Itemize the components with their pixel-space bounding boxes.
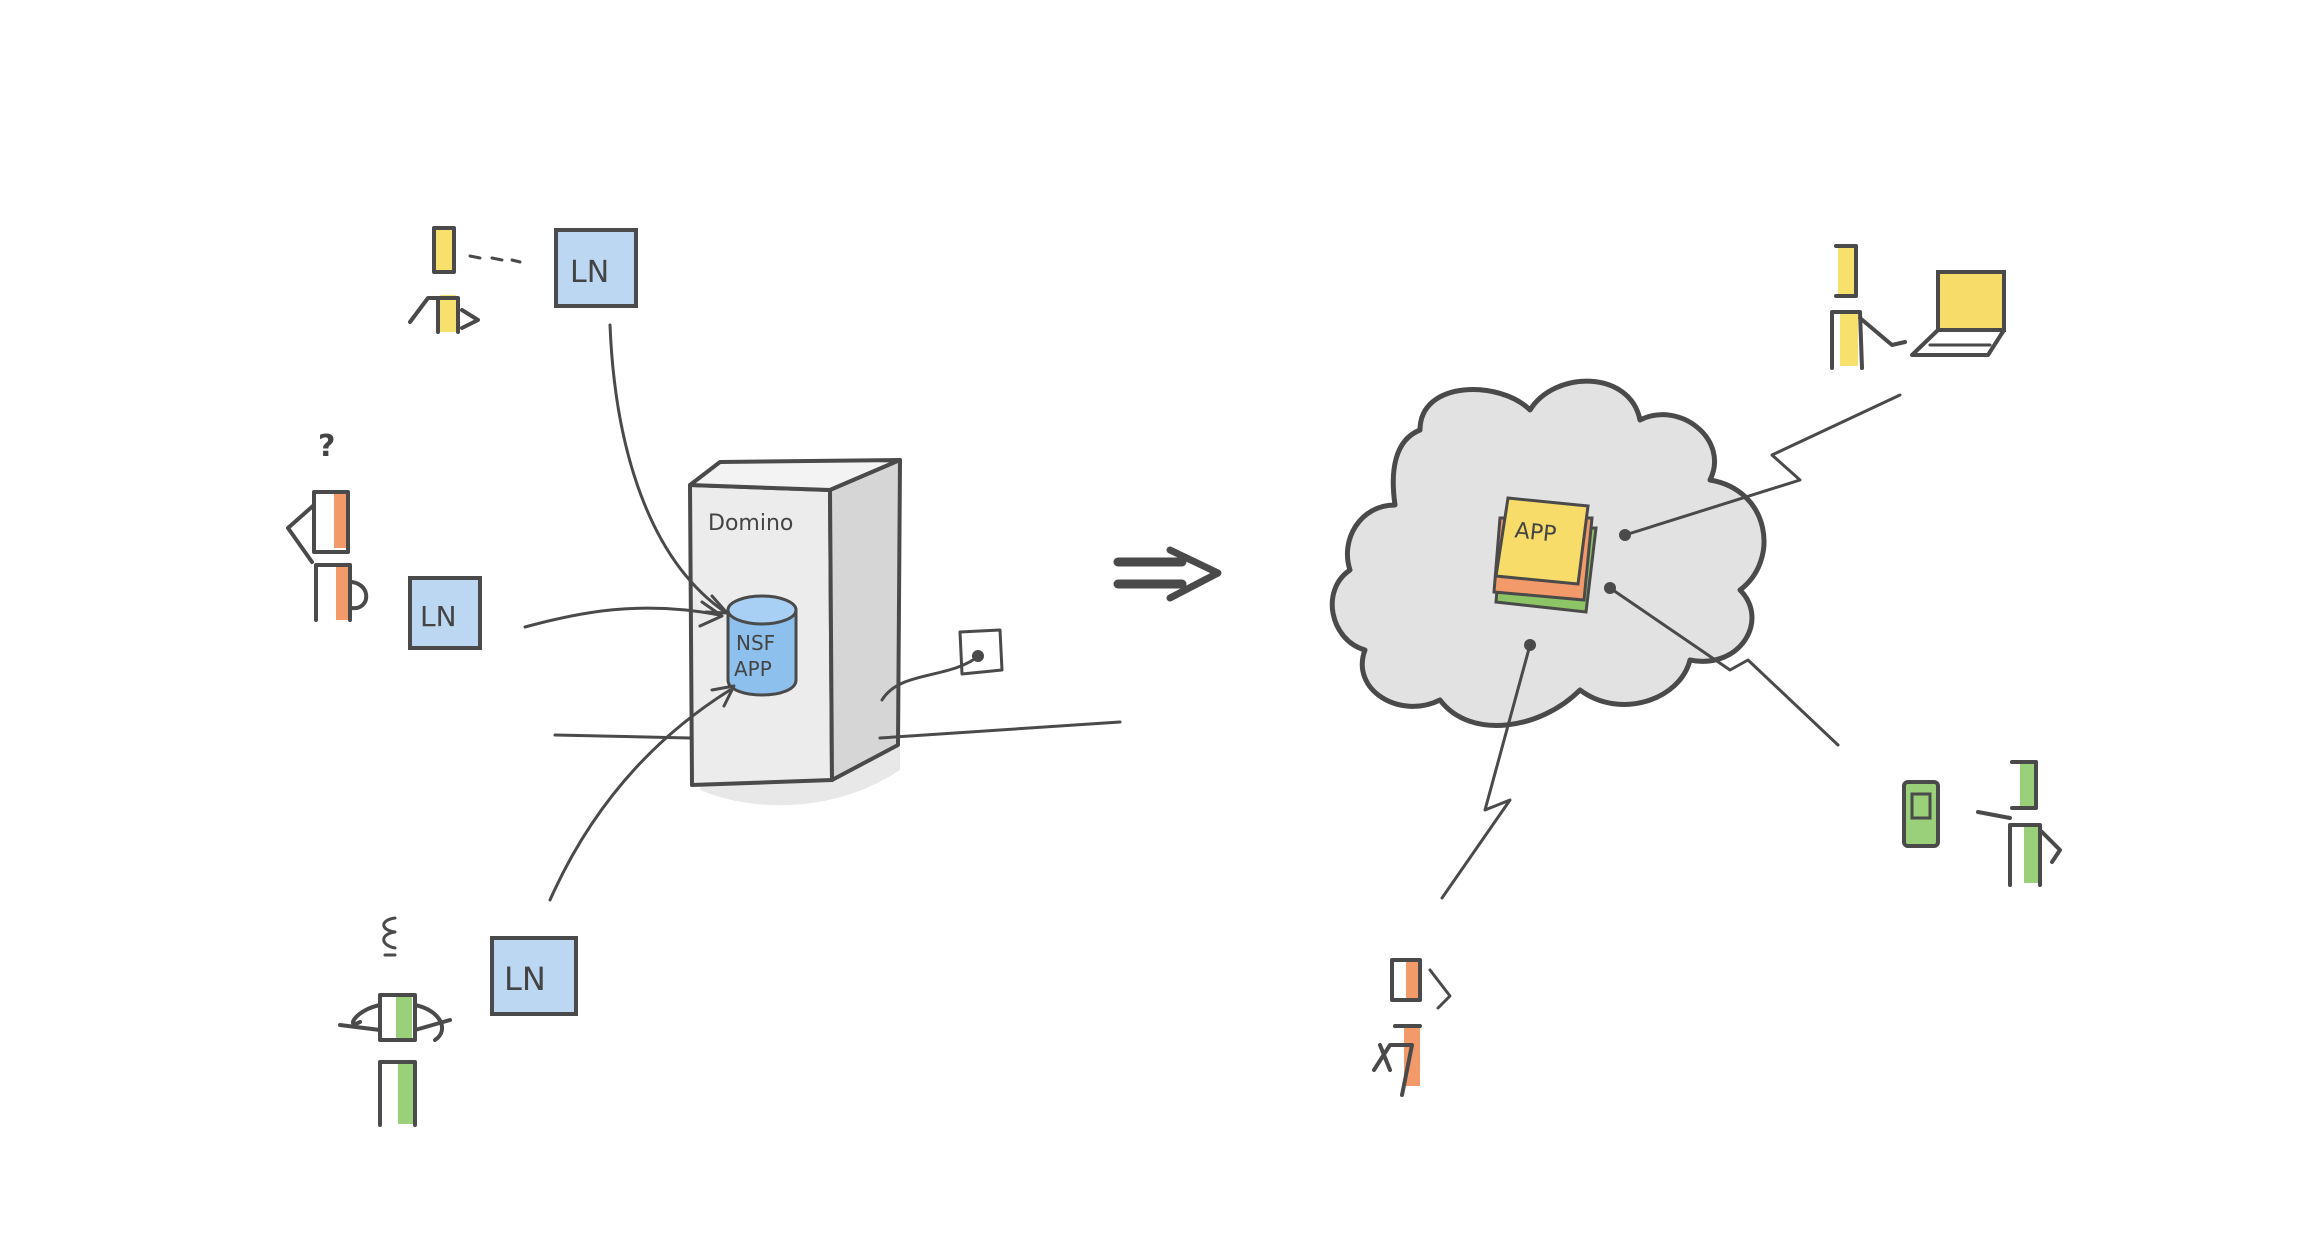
- connection-bottom-to-db: [548, 688, 732, 902]
- ln-client-box-bottom: LN: [490, 936, 578, 1016]
- user-with-laptop-figure: [1830, 244, 1907, 370]
- connection-middle-to-db: [523, 606, 722, 629]
- arrowhead-middle: [698, 600, 724, 628]
- laptop-icon: [1910, 270, 2006, 357]
- user-on-call-figure: [1372, 958, 1452, 1097]
- nsf-database-icon: NSF APP: [726, 594, 798, 697]
- power-outlet-icon: [880, 628, 1004, 702]
- database-label-line2: APP: [734, 657, 772, 681]
- app-sticky-notes-icon: APP: [1492, 496, 1598, 614]
- migration-arrow-icon: [1113, 546, 1222, 602]
- network-cable-right: [878, 720, 1122, 740]
- cloud-connection-top-right: [1619, 393, 1902, 541]
- frustrated-user-figure: [338, 916, 452, 1127]
- phone-icon: [1902, 780, 1940, 848]
- cloud-connection-bottom: [1440, 639, 1536, 900]
- ln-client-box-top: LN: [554, 228, 638, 308]
- ln-label-middle: LN: [420, 600, 457, 633]
- ln-client-box-middle: LN: [408, 576, 482, 650]
- question-mark: ?: [318, 429, 335, 464]
- confused-user-figure: ?: [286, 429, 369, 622]
- cloud-connection-bottom-right: [1604, 582, 1840, 747]
- ln-label-top: LN: [570, 255, 609, 290]
- database-label-line1: NSF: [736, 631, 775, 655]
- user-with-phone-figure: [1976, 760, 2062, 887]
- user-figure-top: [408, 226, 522, 334]
- arrowhead-bottom: [710, 684, 736, 708]
- app-label: APP: [1514, 518, 1558, 547]
- server-label: Domino: [708, 511, 793, 536]
- ln-label-bottom: LN: [504, 960, 546, 998]
- connection-top-to-db: [608, 323, 727, 614]
